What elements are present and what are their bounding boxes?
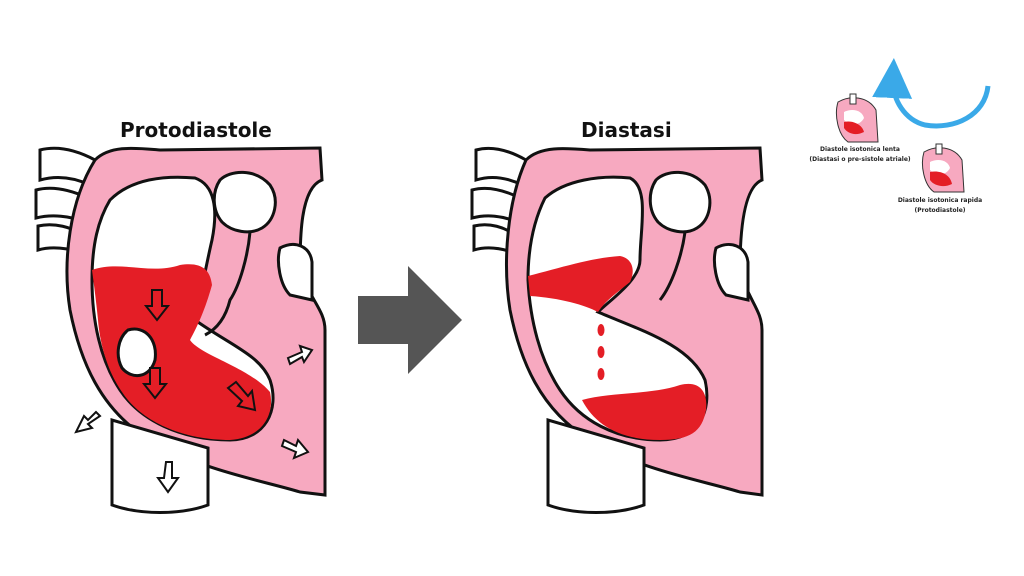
right-chamber — [712, 243, 750, 302]
red-down-arrow-icon — [143, 289, 171, 322]
atrial-blood — [528, 256, 633, 312]
outline-arrow-icon — [74, 410, 102, 434]
caption-fast-diastole: Diastole isotonica rapida (Protodiastole… — [880, 196, 1000, 216]
septum-band — [204, 231, 252, 337]
valve-ring — [212, 170, 277, 234]
outline-arrow-icon — [280, 437, 310, 460]
mini-heart-fast — [921, 143, 965, 193]
descending-vessel — [110, 418, 210, 514]
caption-slow-diastole: Diastole isotonica lenta (Diastasi o pre… — [798, 145, 922, 165]
caption-slow-line2: (Diastasi o pre-sistole atriale) — [809, 156, 911, 163]
cardiac-cycle-mini — [835, 58, 991, 193]
mini-heart-slow — [835, 93, 879, 143]
blood-drops — [597, 324, 605, 380]
right-chamber — [276, 243, 314, 302]
outline-arrow-icon — [156, 461, 180, 494]
caption-fast-line2: (Protodiastole) — [914, 207, 966, 214]
papillary-muscle — [116, 327, 157, 377]
outline-arrow-icon — [286, 344, 314, 366]
red-diagonal-arrow-icon — [226, 380, 257, 412]
ventricle-cavity — [526, 175, 709, 442]
great-vessels — [470, 146, 528, 255]
heart-diagram-protodiastole — [34, 146, 327, 514]
ventricular-blood — [582, 383, 707, 440]
curved-arrow-icon — [872, 58, 991, 129]
blood-filling — [92, 264, 272, 440]
descending-vessel — [546, 418, 646, 514]
valve-ring — [648, 170, 712, 234]
right-arrow-icon — [358, 266, 462, 374]
septum-band — [658, 231, 687, 301]
caption-fast-line1: Diastole isotonica rapida — [897, 197, 983, 204]
flow-arrows-red — [141, 289, 257, 412]
caption-slow-line1: Diastole isotonica lenta — [820, 146, 900, 153]
heart-diagram-diastasi — [470, 146, 764, 514]
red-down-arrow-icon — [141, 367, 169, 400]
title-protodiastole: Protodiastole — [120, 118, 272, 142]
outline-arrows — [74, 344, 314, 494]
title-diastasi: Diastasi — [581, 118, 672, 142]
